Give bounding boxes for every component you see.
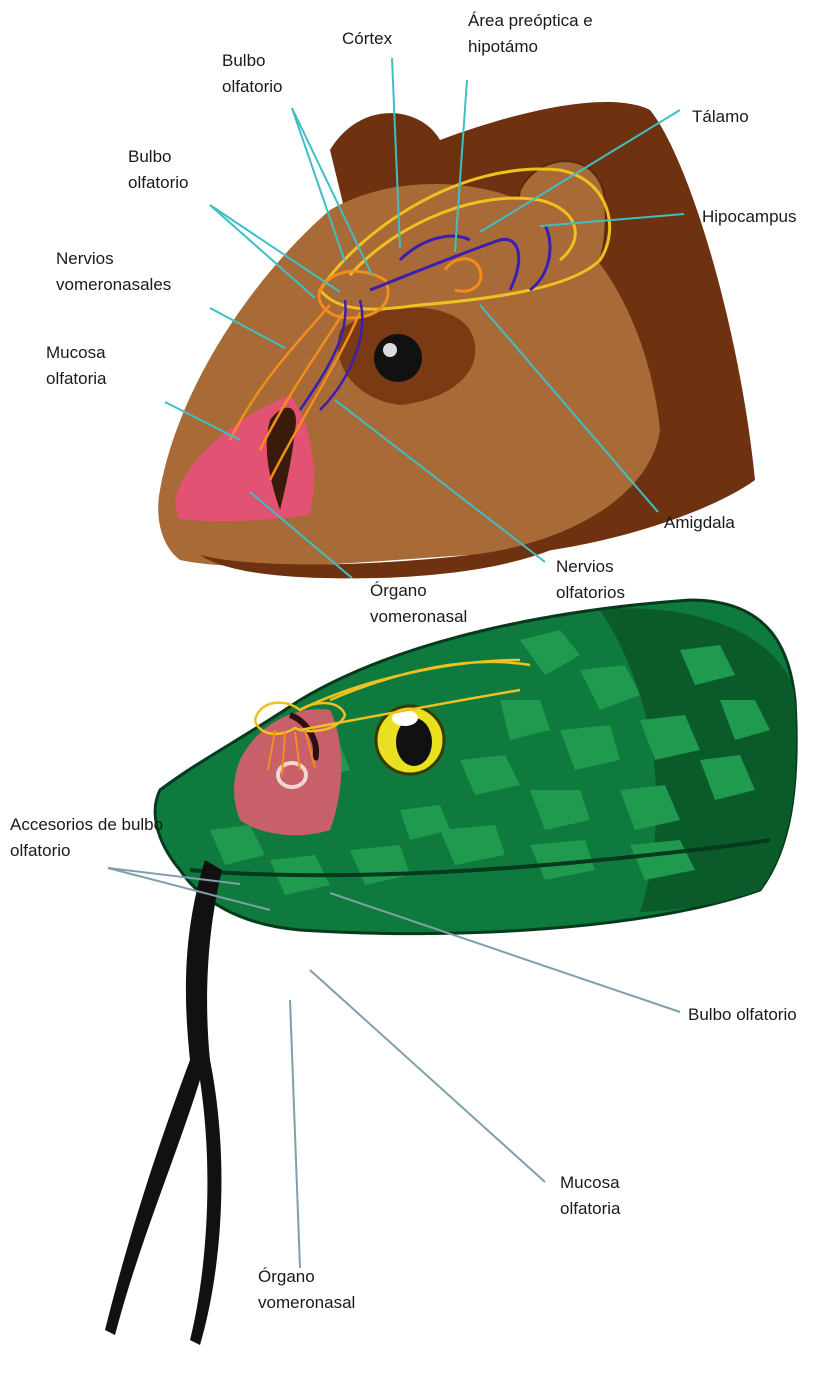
label-bulbo-olfatorio-accessory: Bulbo olfatorio [128, 147, 188, 192]
label-mucosa-olfatoria: Mucosa olfatoria [46, 343, 110, 388]
label-area-preoptica: Área preóptica e hipotámo [468, 11, 597, 56]
label-bulbo-olfatorio-top: Bulbo olfatorio [222, 51, 282, 96]
label-organo-vomeronasal: Órgano vomeronasal [370, 581, 467, 626]
label-bulbo-olfatorio-snake: Bulbo olfatorio [688, 1005, 797, 1024]
leader-organo-snake [290, 1000, 300, 1268]
label-hipocampus: Hipocampus [702, 207, 797, 226]
label-nervios-vomeronasales: Nervios vomeronasales [56, 249, 171, 294]
label-talamo: Tálamo [692, 107, 749, 126]
label-cortex: Córtex [342, 29, 393, 48]
leader-mucosa-snake [310, 970, 545, 1182]
rat-eye [374, 334, 422, 382]
label-organo-vomeronasal-snake: Órgano vomeronasal [258, 1267, 355, 1312]
rat-eye-highlight [383, 343, 397, 357]
label-mucosa-olfatoria-snake: Mucosa olfatoria [560, 1173, 624, 1218]
label-nervios-olfatorios: Nervios olfatorios [556, 557, 625, 602]
snake-head-illustration [105, 600, 796, 1345]
mammal-head-illustration [158, 102, 755, 578]
snake-nasal-cavity [234, 709, 341, 835]
label-accesorios-bulbo: Accesorios de bulbo olfatorio [10, 815, 168, 860]
snake-tongue [105, 860, 222, 1345]
label-amigdala: Amigdala [664, 513, 735, 532]
